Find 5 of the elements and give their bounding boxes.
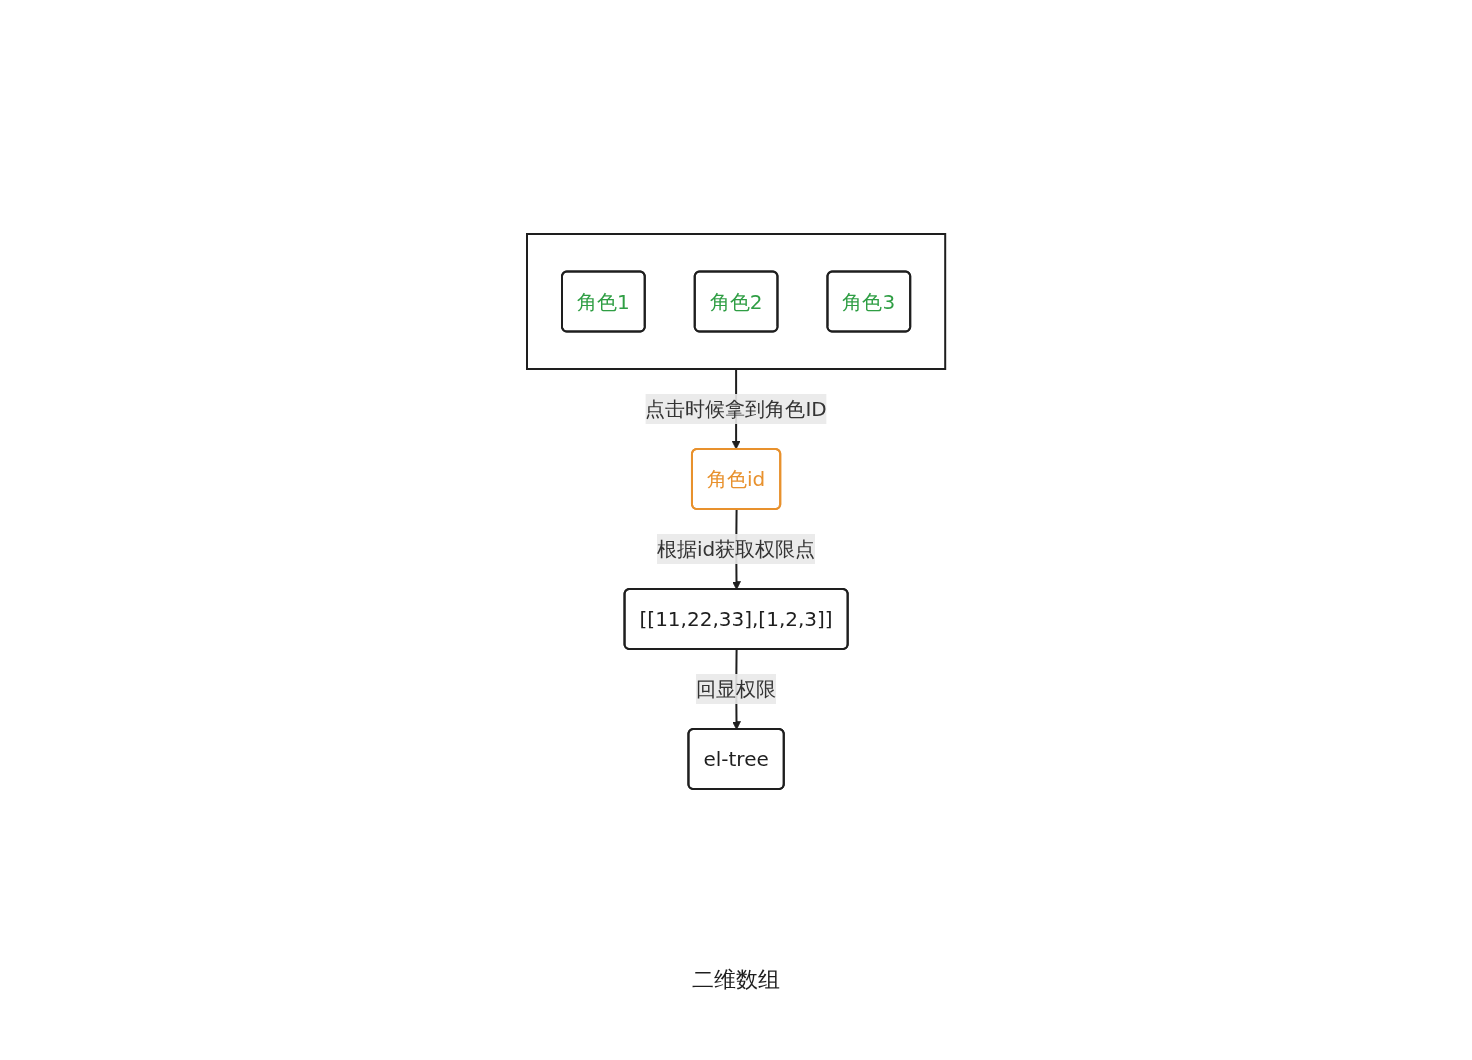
edge-label: 回显权限 (695, 676, 776, 701)
cluster (525, 232, 947, 370)
note-text: 二维数组 (692, 966, 780, 994)
edge-label: 根据id获取权限点 (656, 536, 816, 561)
edge-label: 点击时候拿到角色ID (645, 396, 827, 421)
